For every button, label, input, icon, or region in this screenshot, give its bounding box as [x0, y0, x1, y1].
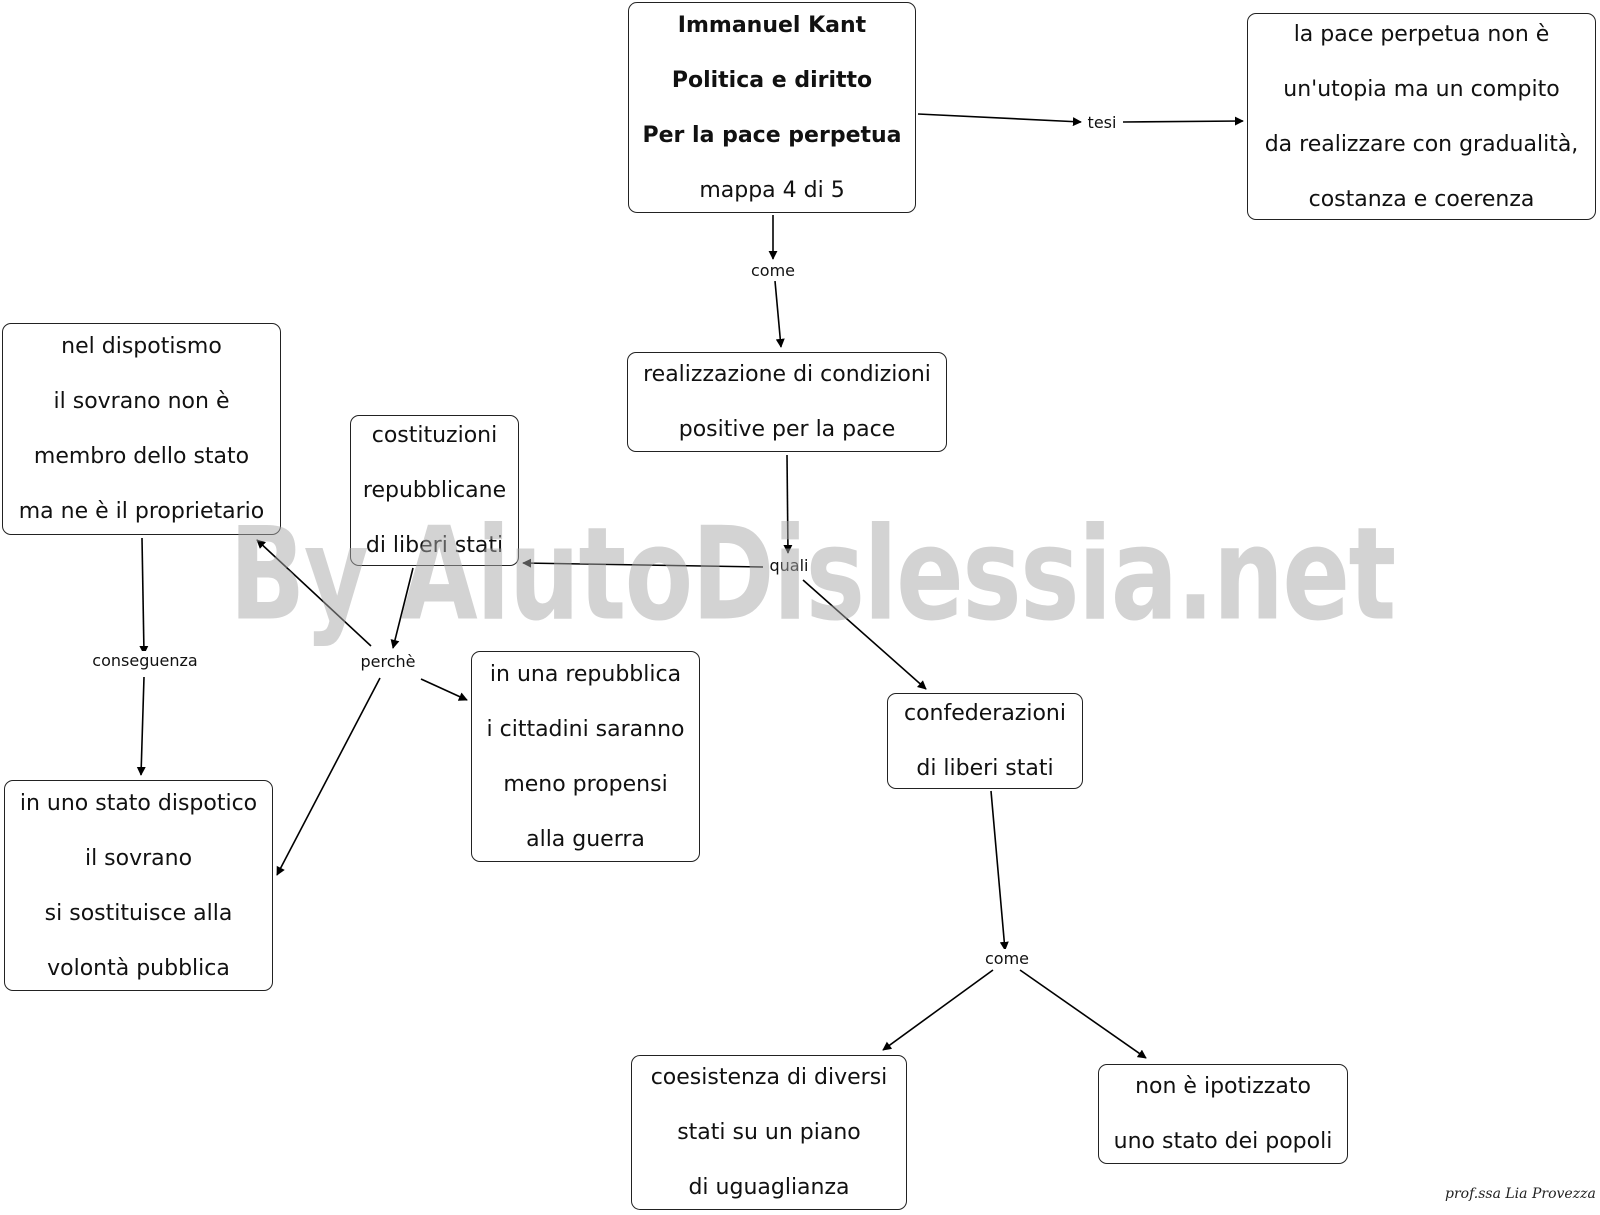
- node-coesistenza-line: di uguaglianza: [688, 1175, 850, 1200]
- node-repubblica[interactable]: in una repubblica i cittadini saranno me…: [471, 651, 700, 862]
- link-perche-dispotismo: [256, 539, 372, 647]
- node-coesistenza-line: coesistenza di diversi: [650, 1065, 888, 1090]
- link-label-conseguenza: conseguenza: [89, 651, 201, 671]
- node-tesi-text-line: da realizzare con gradualità,: [1264, 131, 1579, 157]
- node-costituzioni-line: repubblicane: [362, 478, 507, 503]
- node-kant-line: Politica e diritto: [671, 67, 873, 93]
- link-come-coesistenza: [882, 969, 994, 1051]
- node-stato-dispotico-line: si sostituisce alla: [44, 900, 233, 926]
- node-stato-dispotico-line: volontà pubblica: [47, 955, 230, 981]
- node-costituzioni-line: costituzioni: [371, 423, 498, 448]
- node-repubblica-line: in una repubblica: [489, 661, 682, 687]
- node-realizzazione-line: positive per la pace: [678, 417, 896, 442]
- node-dispotismo-line: membro dello stato: [33, 444, 250, 469]
- link-realizzazione-quali: [783, 454, 793, 554]
- node-stato-dispotico-line: il sovrano: [84, 845, 193, 871]
- link-tesi-text: [1122, 116, 1244, 126]
- link-quali-confederazioni: [802, 579, 927, 690]
- node-non-ipotizzato-line: uno stato dei popoli: [1113, 1129, 1333, 1154]
- node-dispotismo-line: nel dispotismo: [61, 334, 222, 359]
- link-quali-costituzioni: [522, 558, 764, 568]
- node-repubblica-line: meno propensi: [503, 771, 668, 797]
- node-kant[interactable]: Immanuel Kant Politica e diritto Per la …: [628, 2, 916, 213]
- link-conseguenza-statodispotico: [136, 676, 146, 776]
- node-tesi-text-line: costanza e coerenza: [1308, 186, 1535, 212]
- node-coesistenza-line: stati su un piano: [677, 1120, 861, 1145]
- link-come-realizzazione: [774, 280, 785, 348]
- link-perche-statodispotico: [276, 677, 381, 876]
- node-stato-dispotico-line: in uno stato dispotico: [19, 790, 258, 816]
- author-signature: prof.ssa Lia Provezza: [1445, 1186, 1596, 1202]
- node-dispotismo-line: ma ne è il proprietario: [18, 499, 265, 524]
- link-label-come: come: [747, 261, 799, 281]
- node-dispotismo-line: il sovrano non è: [53, 389, 230, 414]
- node-realizzazione-line: realizzazione di condizioni: [643, 362, 931, 387]
- link-dispotismo-conseguenza: [139, 537, 149, 655]
- node-non-ipotizzato[interactable]: non è ipotizzato uno stato dei popoli: [1098, 1064, 1348, 1164]
- node-costituzioni[interactable]: costituzioni repubblicane di liberi stat…: [350, 415, 519, 566]
- node-confederazioni[interactable]: confederazioni di liberi stati: [887, 693, 1083, 789]
- link-kant-tesi: [917, 113, 1082, 127]
- link-label-quali: quali: [766, 556, 812, 576]
- node-realizzazione[interactable]: realizzazione di condizioni positive per…: [627, 352, 947, 452]
- node-dispotismo[interactable]: nel dispotismo il sovrano non è membro d…: [2, 323, 281, 535]
- node-kant-line: mappa 4 di 5: [699, 177, 845, 203]
- link-confederazioni-come: [990, 790, 1009, 951]
- node-tesi-text-line: la pace perpetua non è: [1293, 21, 1550, 47]
- link-come-nonipotizzato: [1019, 969, 1147, 1059]
- node-non-ipotizzato-line: non è ipotizzato: [1135, 1074, 1311, 1099]
- node-kant-line: Per la pace perpetua: [642, 122, 902, 148]
- link-perche-repubblica: [420, 678, 468, 701]
- node-tesi-text[interactable]: la pace perpetua non è un'utopia ma un c…: [1247, 13, 1596, 220]
- link-label-come: come: [981, 949, 1033, 969]
- node-kant-line: Immanuel Kant: [677, 12, 867, 38]
- node-repubblica-line: i cittadini saranno: [486, 716, 685, 742]
- node-confederazioni-line: di liberi stati: [916, 756, 1054, 781]
- node-costituzioni-line: di liberi stati: [365, 533, 504, 558]
- link-label-tesi: tesi: [1084, 113, 1120, 133]
- node-coesistenza[interactable]: coesistenza di diversi stati su un piano…: [631, 1055, 907, 1210]
- node-stato-dispotico[interactable]: in uno stato dispotico il sovrano si sos…: [4, 780, 273, 991]
- link-label-perche: perchè: [357, 652, 419, 672]
- link-costituzioni-perche: [390, 567, 414, 649]
- node-repubblica-line: alla guerra: [526, 826, 645, 852]
- node-tesi-text-line: un'utopia ma un compito: [1283, 76, 1560, 102]
- node-confederazioni-line: confederazioni: [904, 701, 1066, 726]
